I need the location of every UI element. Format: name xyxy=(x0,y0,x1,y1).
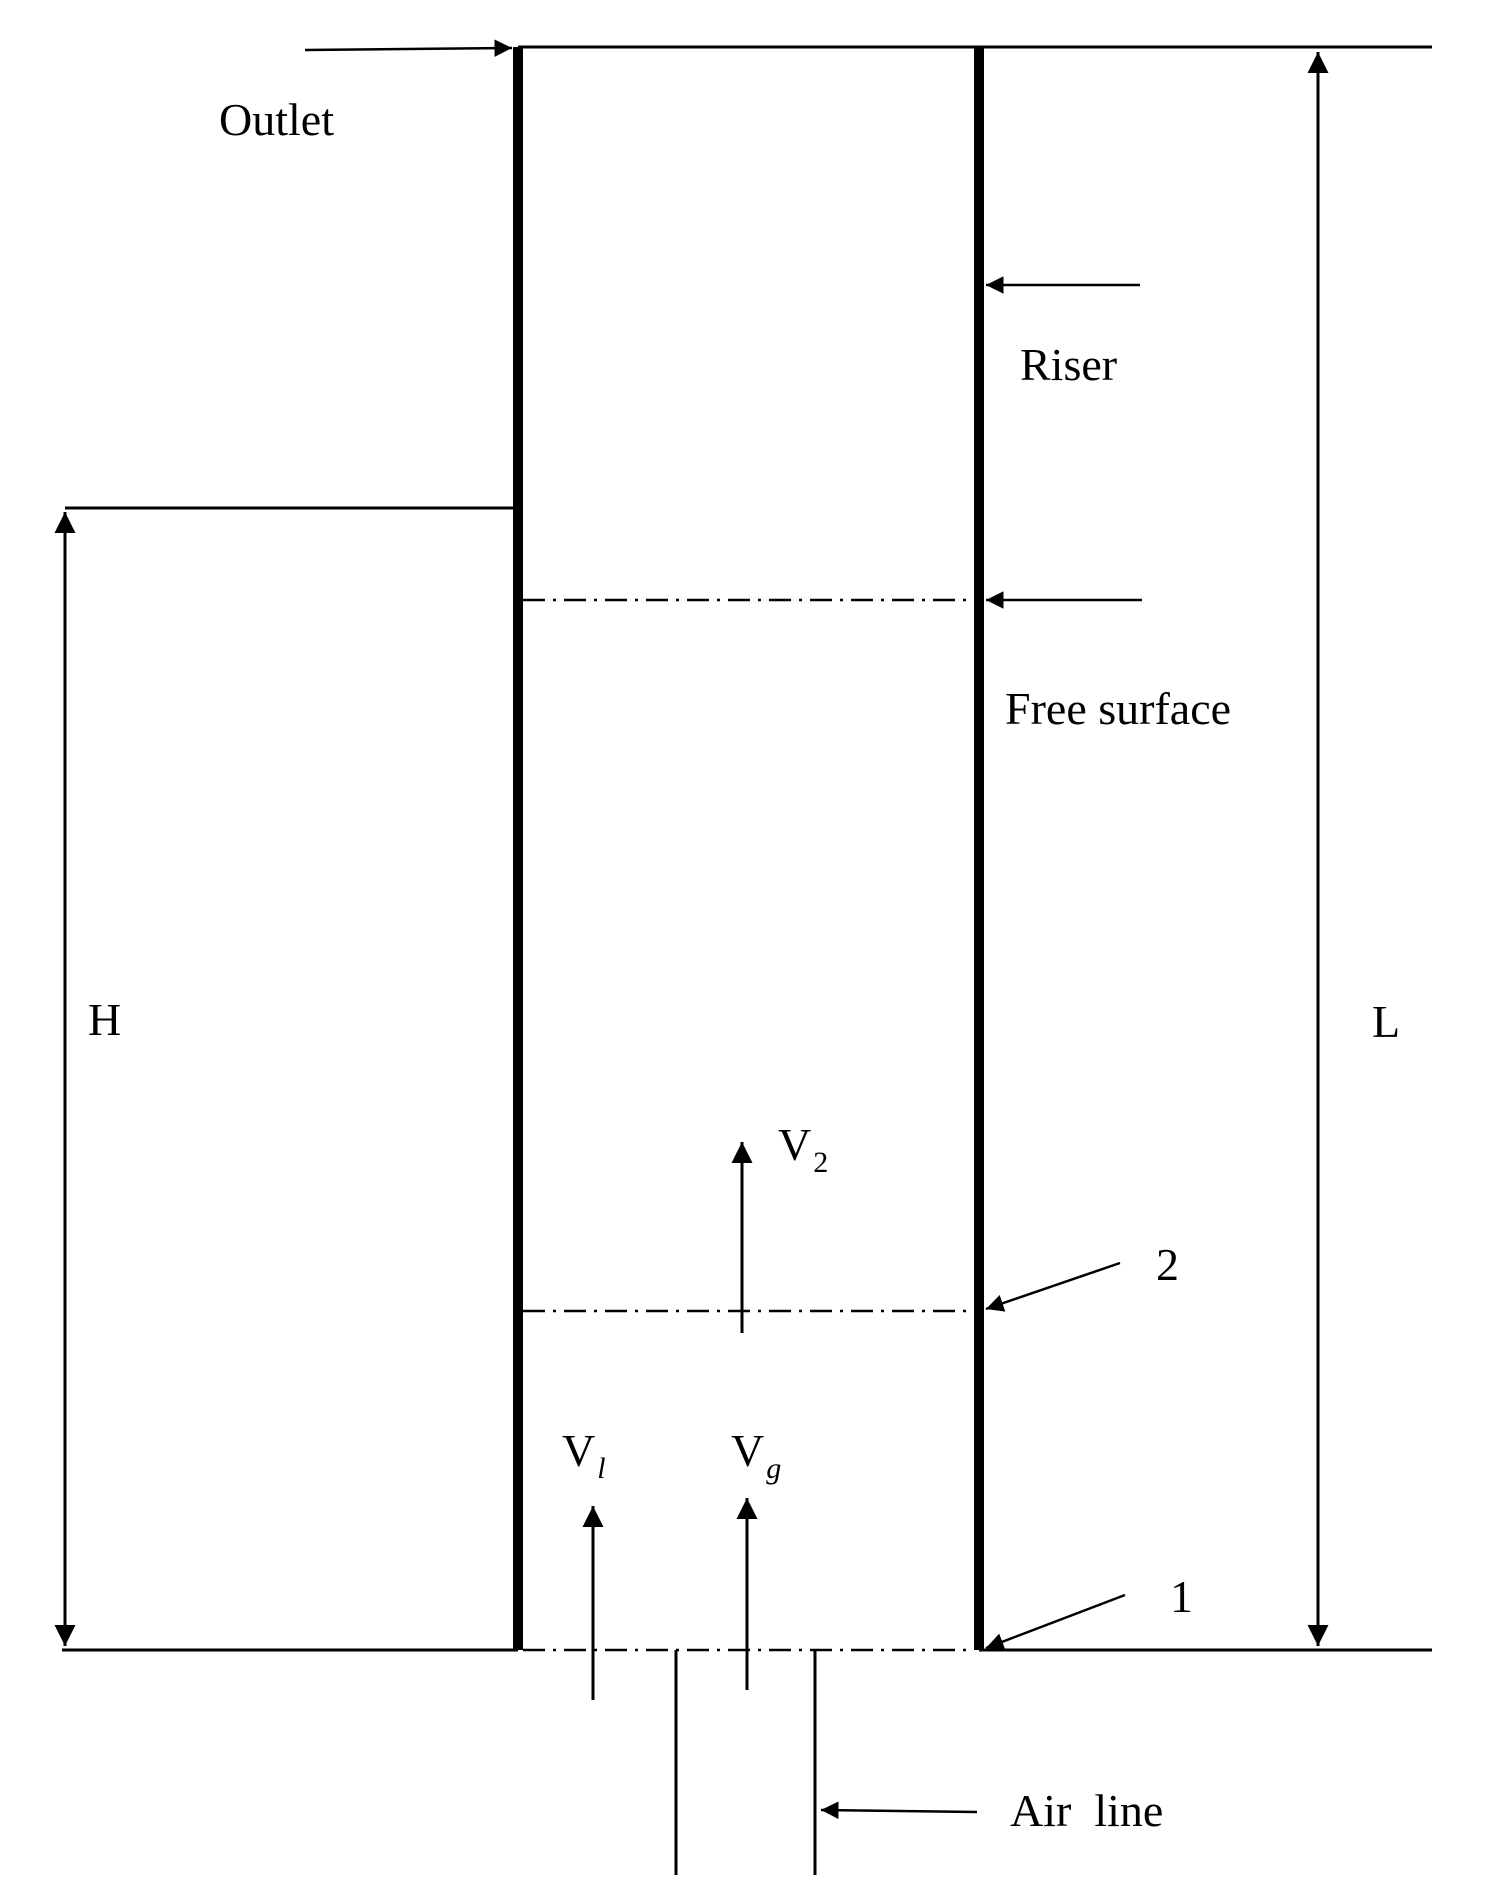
section-2-arrow xyxy=(985,1261,1121,1312)
h-label: H xyxy=(88,994,121,1045)
air-line-arrow xyxy=(820,1801,978,1819)
v2-label: V2 xyxy=(778,1119,828,1179)
point-1-label: 1 xyxy=(1170,1571,1193,1622)
vl-label: Vl xyxy=(562,1425,606,1485)
outlet-label: Outlet xyxy=(219,94,334,145)
outlet-arrow xyxy=(304,39,513,57)
section-1-arrow xyxy=(985,1593,1126,1650)
vg-label: Vg xyxy=(731,1425,781,1485)
point-2-label: 2 xyxy=(1156,1239,1179,1290)
free-surface-label: Free surface xyxy=(1005,683,1231,734)
riser-label: Riser xyxy=(1020,339,1117,390)
l-label: L xyxy=(1372,996,1400,1047)
air-line-label: Air line xyxy=(1010,1785,1163,1836)
